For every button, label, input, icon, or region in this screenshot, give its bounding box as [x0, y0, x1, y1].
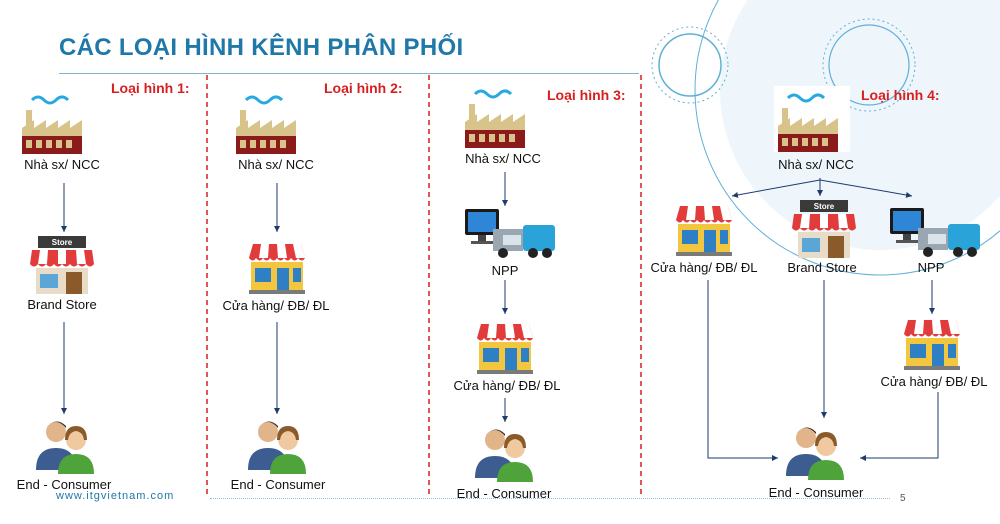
shop-icon: [904, 320, 960, 370]
consumer-icon: [786, 427, 844, 480]
node-label-distributor: NPP: [917, 260, 945, 275]
type-label-4: Loại hình 4:: [861, 87, 940, 103]
node-label-shop: Cửa hàng/ ĐB/ ĐL: [453, 378, 561, 393]
node-label-manufacturer: Nhà sx/ NCC: [465, 151, 541, 166]
node-label-manufacturer: Nhà sx/ NCC: [24, 157, 100, 172]
factory-icon: [236, 95, 296, 154]
type-label-2: Loại hình 2:: [324, 80, 403, 96]
node-label-manufacturer: Nhà sx/ NCC: [238, 157, 314, 172]
factory-icon: [22, 95, 82, 154]
type-label-3: Loại hình 3:: [547, 87, 626, 103]
node-label-consumer: End - Consumer: [230, 477, 326, 492]
node-label-shop: Cửa hàng/ ĐB/ ĐL: [222, 298, 330, 313]
node-label-shop: Cửa hàng/ ĐB/ ĐL: [650, 260, 758, 275]
consumer-icon: [475, 429, 533, 482]
factory-icon: [465, 89, 525, 148]
node-label-brand-store: Brand Store: [787, 260, 857, 275]
distributor-icon: [465, 209, 555, 258]
node-label-consumer: End - Consumer: [768, 485, 864, 500]
consumer-icon: [248, 421, 306, 474]
store-sign-text: Store: [814, 202, 835, 211]
node-label-brand-store: Brand Store: [27, 297, 97, 312]
node-label-consumer: End - Consumer: [456, 486, 552, 501]
title-underline: [59, 73, 639, 74]
page-number: 5: [900, 493, 906, 504]
shop-icon: [249, 244, 305, 294]
node-label-consumer: End - Consumer: [16, 477, 112, 492]
node-label-distributor: NPP: [491, 263, 519, 278]
brand-store-icon: Store: [30, 236, 94, 294]
footer-divider: [210, 498, 890, 499]
page-title: CÁC LOẠI HÌNH KÊNH PHÂN PHỐI: [59, 34, 464, 61]
shop-icon: [676, 206, 732, 256]
distributor-icon: [890, 208, 980, 257]
type-label-1: Loại hình 1:: [111, 80, 190, 96]
node-label-shop: Cửa hàng/ ĐB/ ĐL: [880, 374, 988, 389]
brand-store-icon: Store: [792, 200, 856, 258]
store-sign-text: Store: [52, 238, 73, 247]
footer-url[interactable]: www.itgvietnam.com: [56, 490, 175, 502]
consumer-icon: [36, 421, 94, 474]
node-label-manufacturer: Nhà sx/ NCC: [778, 157, 854, 172]
shop-icon: [477, 324, 533, 374]
factory-icon: [774, 86, 850, 152]
